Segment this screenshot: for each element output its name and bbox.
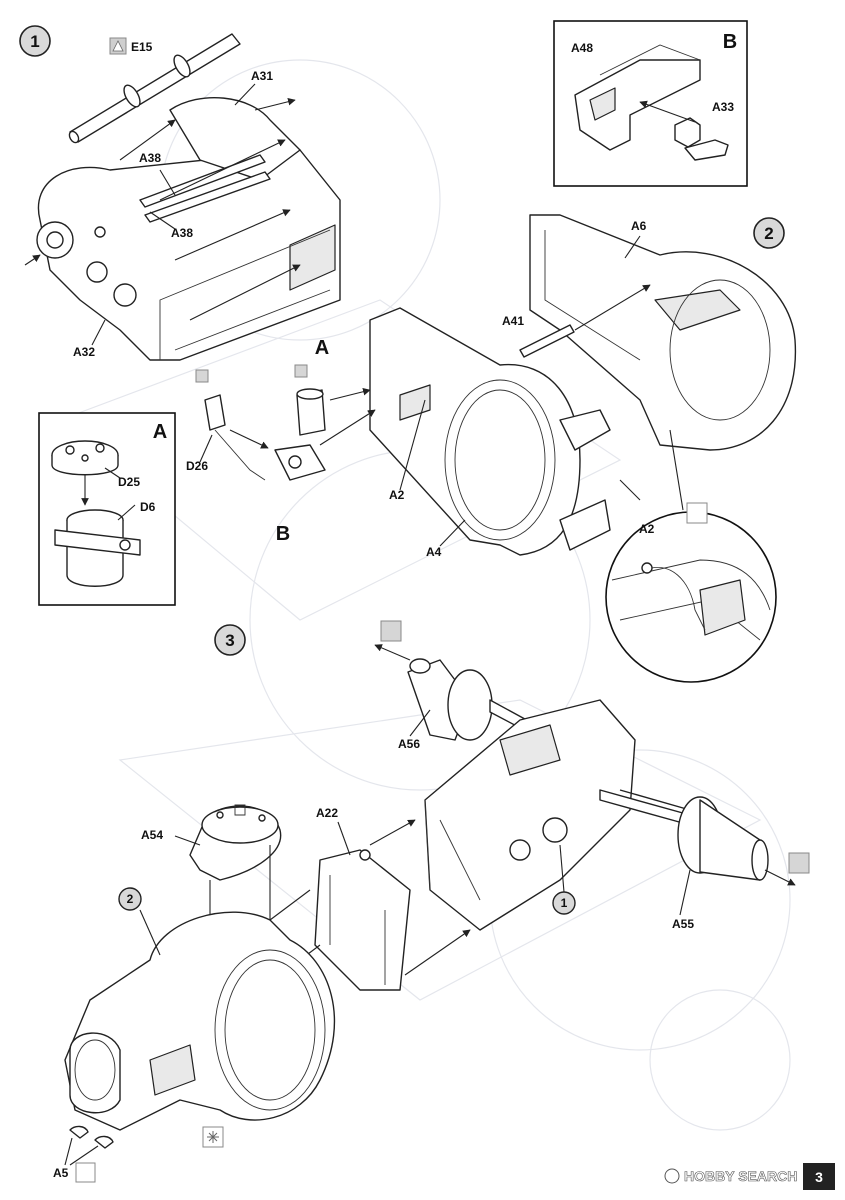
label-D25: D25	[118, 475, 140, 489]
inset-b-panel: B A48 A33	[553, 20, 748, 187]
step-1-badge: 1	[19, 25, 51, 57]
step-2: 2 A6 A41 A2 A4	[186, 214, 797, 683]
label-A54: A54	[141, 828, 163, 842]
step-3-number: 3	[225, 631, 234, 650]
label-A32: A32	[73, 345, 95, 359]
step-1: 1 E15 A31 A38	[19, 25, 341, 361]
watermark-text: HOBBY SEARCH	[684, 1168, 797, 1184]
part-A48-bracket	[574, 44, 701, 151]
label-A55: A55	[672, 917, 694, 931]
footer: HOBBY SEARCH 3	[664, 1163, 835, 1190]
label-A33: A33	[712, 100, 734, 114]
part-D26-bracket	[195, 369, 266, 481]
part-A55-output-housing	[599, 789, 810, 881]
label-A38-bottom: A38	[171, 226, 193, 240]
sub-assembly-B-valve	[274, 444, 326, 481]
label-A31: A31	[251, 69, 273, 83]
label-callout-1: 1	[561, 896, 568, 910]
callout-step-2: 2	[118, 887, 161, 956]
label-A2: A2	[389, 488, 405, 502]
step-2-number: 2	[764, 224, 773, 243]
callout-step-1: 1	[552, 844, 576, 915]
sub-assembly-A-canister	[294, 364, 326, 436]
part-D6-canister	[54, 509, 141, 587]
alternative-symbol-icon	[202, 1126, 224, 1148]
part-A32-gearbox-housing	[36, 97, 341, 361]
sub-assembly-step1-gearbox	[424, 699, 636, 931]
sprue-icon-E15	[109, 37, 127, 55]
label-A4: A4	[426, 545, 442, 559]
label-A5: A5	[53, 1166, 69, 1180]
page-number-box: 3	[803, 1163, 835, 1190]
part-A22-frame-plate	[314, 849, 411, 991]
detail-zoom-circle	[605, 429, 777, 683]
inset-a-panel: A D25 D6	[38, 412, 176, 606]
part-A54-cover	[189, 804, 282, 881]
part-D25-cap	[51, 440, 119, 476]
label-A56: A56	[398, 737, 420, 751]
part-E15-shaft	[68, 33, 241, 144]
label-A22: A22	[316, 806, 338, 820]
part-A6-housing-half	[529, 214, 797, 451]
label-sub-assembly-B: B	[276, 523, 290, 545]
label-E15: E15	[131, 40, 153, 54]
page-number: 3	[815, 1169, 823, 1185]
part-A41-pin	[519, 324, 575, 358]
inset-a-title: A	[153, 421, 167, 443]
label-A6: A6	[631, 219, 647, 233]
step-2-badge: 2	[753, 217, 785, 249]
step-3: 3 A56 1	[53, 620, 810, 1183]
step-1-assembly-arrows	[24, 97, 301, 321]
inset-b-title: B	[723, 31, 737, 53]
label-callout-2: 2	[127, 892, 134, 906]
step-1-number: 1	[30, 32, 39, 51]
step-3-badge: 3	[214, 624, 246, 656]
part-A5-clips	[69, 1125, 114, 1183]
label-D6: D6	[140, 500, 156, 514]
part-A33-lever	[674, 117, 729, 161]
label-D26: D26	[186, 459, 208, 473]
sub-assembly-step2-bellhousing	[64, 911, 336, 1131]
label-A38-top: A38	[139, 151, 161, 165]
label-sub-assembly-A: A	[315, 337, 329, 359]
hobby-search-watermark: HOBBY SEARCH	[664, 1168, 798, 1184]
label-A48: A48	[571, 41, 593, 55]
part-A4-lower-housing	[369, 307, 611, 556]
label-A41: A41	[502, 314, 524, 328]
label-A2-detail: A2	[639, 522, 655, 536]
